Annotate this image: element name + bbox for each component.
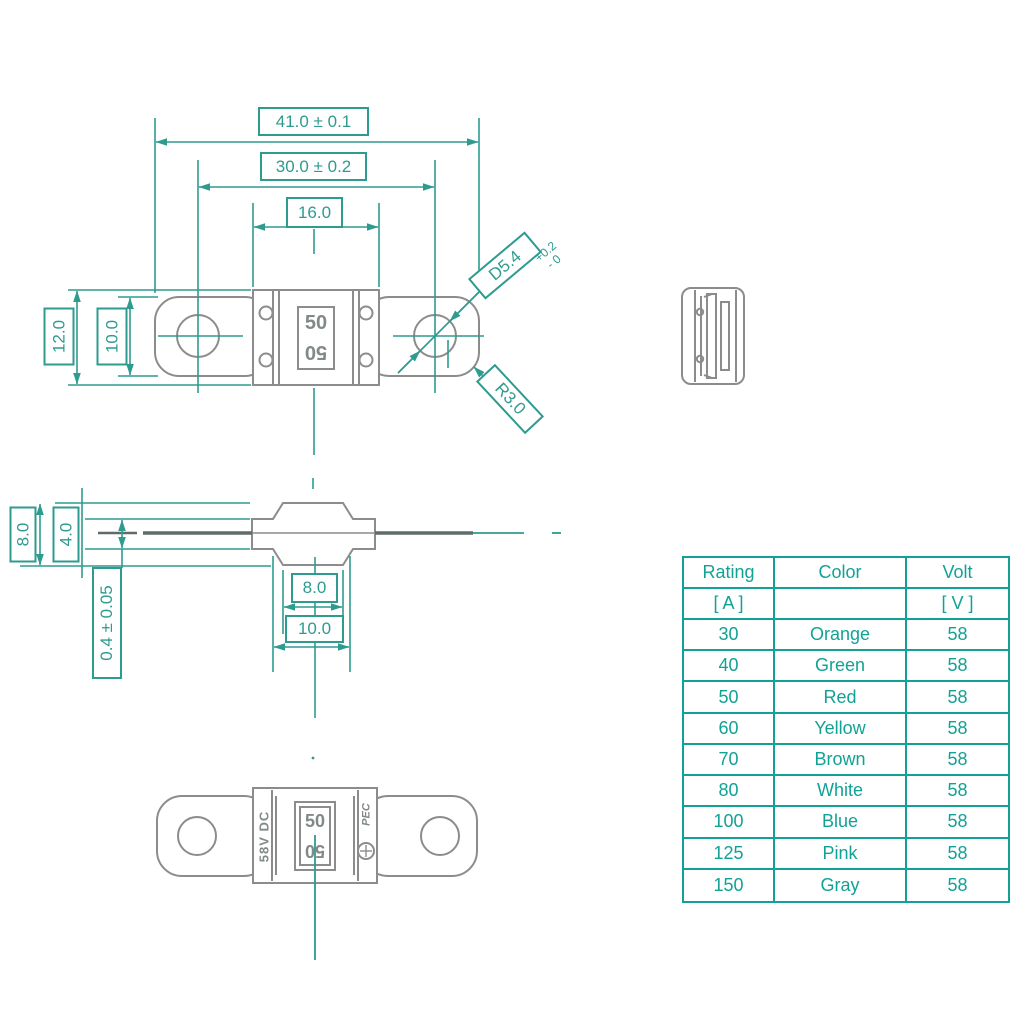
- table-cell-color: Blue: [775, 807, 907, 839]
- dim-blade-thickness: 0.4 ± 0.05: [92, 567, 122, 679]
- table-cell-rating: 30: [684, 620, 775, 652]
- dim-inner-length: 30.0 ± 0.2: [260, 152, 367, 181]
- table-cell-color: White: [775, 776, 907, 808]
- dim-base-width: 10.0: [285, 615, 344, 643]
- table-header-volt: Volt: [907, 558, 1008, 589]
- ratings-table: Rating Color Volt [ A ] [ V ] 30 Orange …: [682, 556, 1010, 903]
- table-cell-color: Orange: [775, 620, 907, 652]
- table-cell-rating: 50: [684, 682, 775, 714]
- table-unit-blank: [775, 589, 907, 620]
- table-cell-rating: 70: [684, 744, 775, 777]
- table-cell-rating: 40: [684, 651, 775, 683]
- table-cell-volt: 58: [907, 714, 1008, 745]
- dim-overall-height: 12.0: [43, 307, 75, 366]
- bottom-view-amp-marking-flipped: 50: [304, 841, 326, 862]
- table-unit-amp: [ A ]: [684, 589, 775, 620]
- dim-side-band-height: 4.0: [52, 506, 80, 563]
- voltage-marking: 58V DC: [256, 810, 272, 863]
- bottom-view-outline: [156, 787, 478, 884]
- table-cell-rating: 100: [684, 807, 775, 839]
- brand-logo: PEC: [360, 803, 372, 826]
- table-cell-rating: 60: [684, 713, 775, 745]
- table-unit-volt: [ V ]: [907, 589, 1008, 620]
- table-cell-volt: 58: [907, 745, 1008, 777]
- top-view-amp-marking-flipped: 50: [304, 341, 328, 364]
- table-header-rating: Rating: [684, 558, 775, 589]
- top-view-amp-marking: 50: [304, 311, 328, 334]
- table-cell-volt: 58: [907, 620, 1008, 652]
- table-cell-volt: 58: [947, 874, 968, 895]
- table-cell-color: Pink: [775, 838, 907, 870]
- table-cell-rating: 125: [684, 838, 775, 870]
- table-cell-volt: 58: [907, 839, 1008, 870]
- table-cell-volt: 58: [907, 776, 1008, 808]
- table-cell-volt: 58: [907, 651, 1008, 683]
- table-cell-color: Red: [775, 682, 907, 714]
- table-cell-volt: 58: [907, 682, 1008, 714]
- table-header-color: Color: [775, 558, 907, 589]
- dim-slot-width: 8.0: [291, 573, 338, 603]
- side-view-outline: [251, 502, 376, 566]
- dim-overall-length: 41.0 ± 0.1: [258, 107, 369, 136]
- table-cell-volt: 58: [907, 807, 1008, 839]
- table-cell-color: Green: [775, 651, 907, 683]
- table-cell-color: Yellow: [775, 713, 907, 745]
- table-cell-rating: 150: [684, 869, 775, 901]
- dim-terminal-height: 10.0: [96, 307, 128, 366]
- dim-body-length: 16.0: [286, 197, 343, 228]
- table-cell-rating: 80: [684, 776, 775, 808]
- bottom-view-amp-marking: 50: [304, 810, 326, 831]
- dim-side-height: 8.0: [9, 506, 37, 563]
- table-cell-color: Brown: [775, 744, 907, 777]
- table-cell-color: Gray: [775, 869, 907, 901]
- end-view-outline: [681, 287, 745, 385]
